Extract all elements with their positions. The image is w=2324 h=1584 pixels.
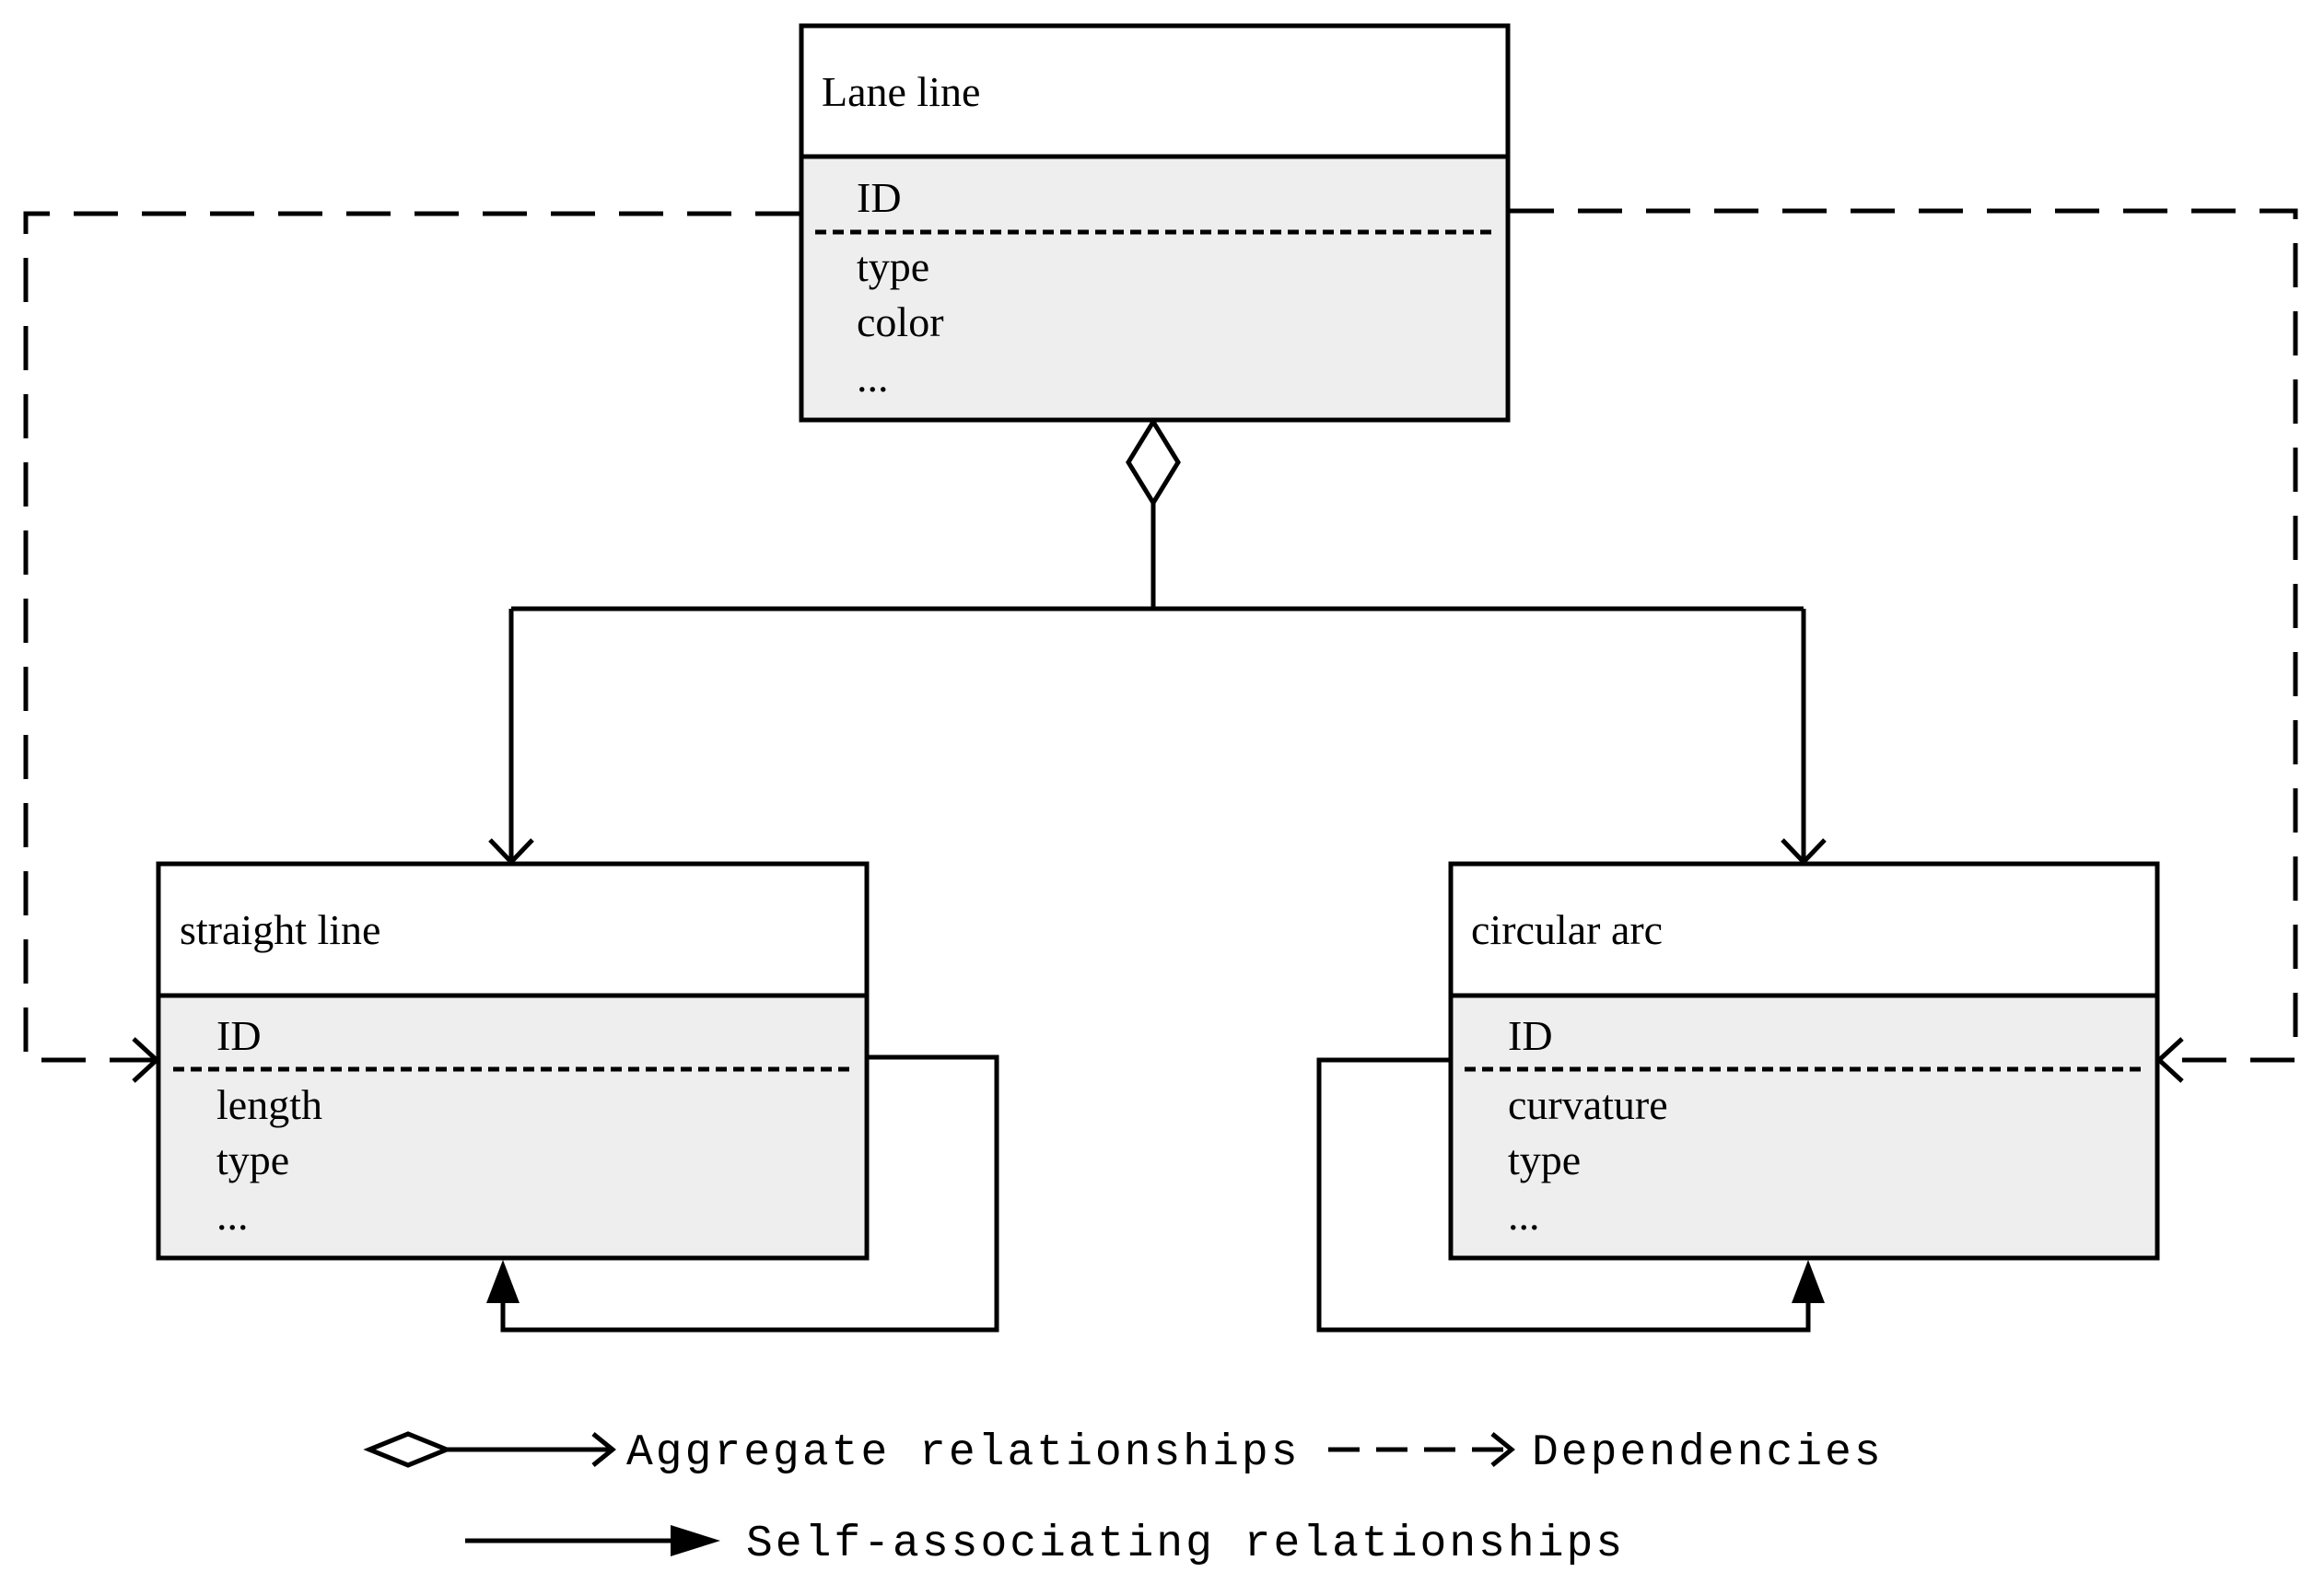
dependency-line-left	[23, 211, 800, 1063]
open-arrowhead-icon	[2155, 1037, 2184, 1083]
class-name-lane-line: Lane line	[822, 68, 980, 115]
attr-type: type	[857, 243, 929, 290]
class-box-lane-line: Lane line ID type color ...	[799, 23, 1511, 423]
open-arrowhead-icon	[1781, 838, 1827, 866]
self-association-loop	[1316, 1057, 1811, 1333]
legend-diamond-icon	[363, 1431, 453, 1468]
attr-ellipsis: ...	[216, 1192, 249, 1239]
class-name-circular-arc: circular arc	[1471, 906, 1663, 953]
attr-color: color	[857, 298, 944, 345]
class-box-body	[804, 158, 1505, 417]
class-box-straight-line: straight line ID length type ...	[156, 861, 870, 1261]
legend-self-association-label: Self-associating relationships	[746, 1520, 1625, 1569]
filled-arrowhead-icon	[671, 1525, 720, 1556]
self-association-loop	[500, 1054, 999, 1333]
open-arrowhead-icon	[488, 838, 534, 866]
legend-dependency-label: Dependencies	[1532, 1428, 1884, 1478]
attr-curvature: curvature	[1508, 1081, 1668, 1128]
attr-id: ID	[857, 174, 902, 221]
attr-type: type	[1508, 1136, 1581, 1183]
attr-id: ID	[216, 1012, 262, 1059]
attr-id: ID	[1508, 1012, 1553, 1059]
attr-ellipsis: ...	[1508, 1192, 1540, 1239]
attr-ellipsis: ...	[857, 354, 889, 401]
attr-type: type	[216, 1136, 289, 1183]
open-arrowhead-icon	[132, 1037, 160, 1083]
legend-aggregate-label: Aggregate relationships	[626, 1428, 1301, 1478]
self-association-straight-line	[486, 1054, 999, 1333]
aggregation-diamond-icon	[1126, 417, 1181, 507]
legend: Aggregate relationships Dependencies Sel…	[363, 1428, 1884, 1569]
class-box-body	[161, 997, 864, 1255]
self-association-circular-arc	[1316, 1057, 1825, 1333]
open-arrowhead-icon	[1490, 1432, 1515, 1467]
aggregation-connector	[488, 417, 1827, 866]
attr-length: length	[216, 1081, 322, 1128]
class-box-circular-arc: circular arc ID curvature type ...	[1448, 861, 2160, 1261]
class-box-body	[1454, 997, 2155, 1255]
dependency-right	[1510, 208, 2298, 1083]
filled-arrowhead-icon	[1792, 1260, 1825, 1303]
class-name-straight-line: straight line	[180, 906, 380, 953]
open-arrowhead-icon	[591, 1432, 616, 1467]
filled-arrowhead-icon	[486, 1260, 520, 1303]
dependency-left	[23, 211, 800, 1083]
